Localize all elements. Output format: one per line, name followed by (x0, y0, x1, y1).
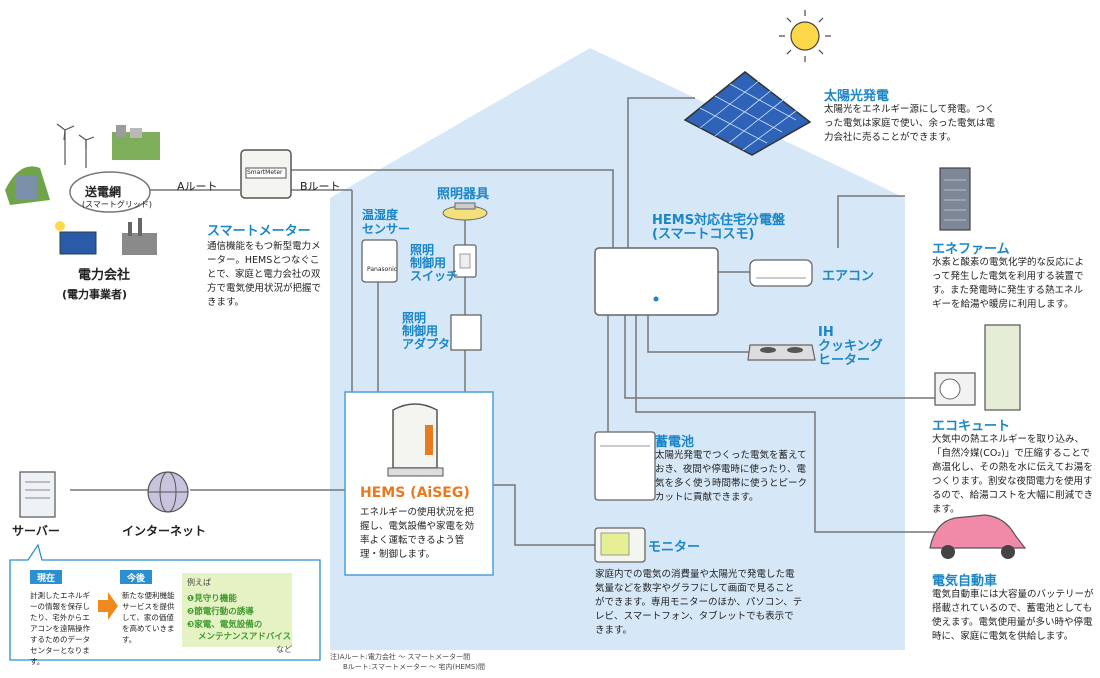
legend-future-desc: 新たな便利機能サービスを提供して、家の価値を高めていきます。 (122, 591, 175, 644)
smart-meter-device (240, 149, 292, 199)
aircon-unit (749, 259, 813, 287)
solar-desc: 太陽光をエネルギー源にして発電。つくった電気は家庭で使い、余った電気は電力会社に… (824, 104, 996, 143)
ev-car (929, 514, 1027, 559)
enefarm-unit (939, 167, 971, 231)
ih-cooker (747, 344, 816, 361)
legend-examples-label: 例えば (187, 578, 211, 587)
monitor-device (594, 527, 646, 563)
internet-title: インターネット (122, 524, 207, 538)
legend-example-3b: メンテナンスアドバイス (198, 632, 292, 642)
ev-desc: 電気自動車には大容量のバッテリーが搭載されているので、蓄電池としても使えます。電… (932, 589, 1094, 642)
sensor-device (361, 239, 398, 283)
footnote-line-2: Bルート:スマートメーター 〜 宅内(HEMS)間 (343, 663, 486, 671)
connection-lines (70, 97, 940, 546)
panel-title: HEMS対応住宅分電盤 (スマートコスモ) (652, 213, 786, 242)
legend-example-2: ❷節電行動の誘導 (187, 607, 254, 617)
power-company-name: 電力会社 (78, 268, 131, 283)
ih-title: IH クッキング ヒーター (818, 325, 883, 368)
battery-title: 蓄電池 (655, 435, 695, 450)
adapter-title: 照明 制御用 アダプタ (402, 311, 451, 351)
battery-desc: 太陽光発電でつくった電気を蓄えておき、夜間や停電時に使ったり、電気を多く使う時間… (655, 450, 808, 503)
battery-unit (594, 431, 656, 501)
legend-future-label: 今後 (127, 574, 146, 584)
aircon-title: エアコン (822, 269, 875, 284)
legend-example-3: ❸家電、電気設備の (187, 620, 263, 630)
legend-now-desc: 計測したエネルギーの情報を保存したり、宅外からエアコンを遠隔操作するためのデータ… (30, 591, 90, 666)
hems-device (387, 403, 444, 477)
ev-title: 電気自動車 (932, 574, 998, 589)
legend-graphics (9, 543, 321, 661)
legend-example-1: ❶見守り機能 (187, 594, 237, 604)
sensor-title: 温湿度 センサー (362, 208, 411, 236)
switch-title: 照明 制御用 スイッチ (410, 243, 459, 283)
smart-meter-device-label: SmartMeter (247, 169, 283, 176)
solar-title: 太陽光発電 (824, 89, 890, 104)
server-title: サーバー (12, 524, 60, 538)
globe-icon (147, 471, 189, 513)
enefarm-title: エネファーム (932, 242, 1010, 257)
route-b-label: Bルート (300, 180, 341, 193)
ecocute-desc: 大気中の熱エネルギーを取り込み、「自然冷媒(CO₂)」で圧縮することで高温化し、… (932, 434, 1094, 515)
ecocute-title: エコキュート (932, 419, 1011, 434)
legend-now-label: 現在 (37, 574, 56, 584)
monitor-title: モニター (648, 540, 701, 555)
sensor-device-label: Panasonic (367, 266, 398, 273)
smart-meter-desc: 通信機能をもつ新型電力メーター。HEMSとつなぐことで、家庭と電力会社の双方で電… (207, 241, 322, 308)
lighting-fixture (442, 202, 488, 221)
adapter-device (450, 314, 482, 351)
footnote-line-1: 注)Aルート:電力会社 〜 スマートメーター間 (330, 653, 471, 661)
grid-sub-label: (スマートグリッド) (82, 200, 153, 209)
hems-desc: エネルギーの使用状況を把握し、電気設備や家電を効率よく運転できるよう管理・制御し… (360, 507, 475, 560)
server-icon (19, 471, 56, 518)
solar-panel-graphic (683, 71, 812, 156)
sun-icon (779, 10, 831, 62)
distribution-panel (594, 247, 719, 316)
route-a-label: Aルート (177, 180, 218, 193)
power-company-sub: (電力事業者) (62, 288, 128, 301)
monitor-desc: 家庭内での電気の消費量や太陽光で発電した電気量などを数字やグラフにして画面で見る… (595, 569, 803, 636)
ecocute-unit (934, 324, 1021, 411)
enefarm-desc: 水素と酸素の電気化学的な反応によって発生した電気を利用する装置です。また発電時に… (932, 257, 1085, 310)
switch-device (453, 244, 477, 278)
lighting-title: 照明器具 (437, 187, 490, 202)
power-company-icons (5, 123, 160, 255)
grid-label: 送電網 (85, 185, 122, 199)
hems-title: HEMS (AiSEG) (360, 485, 470, 501)
smart-meter-title: スマートメーター (207, 224, 311, 239)
legend-etc: など (276, 645, 292, 654)
